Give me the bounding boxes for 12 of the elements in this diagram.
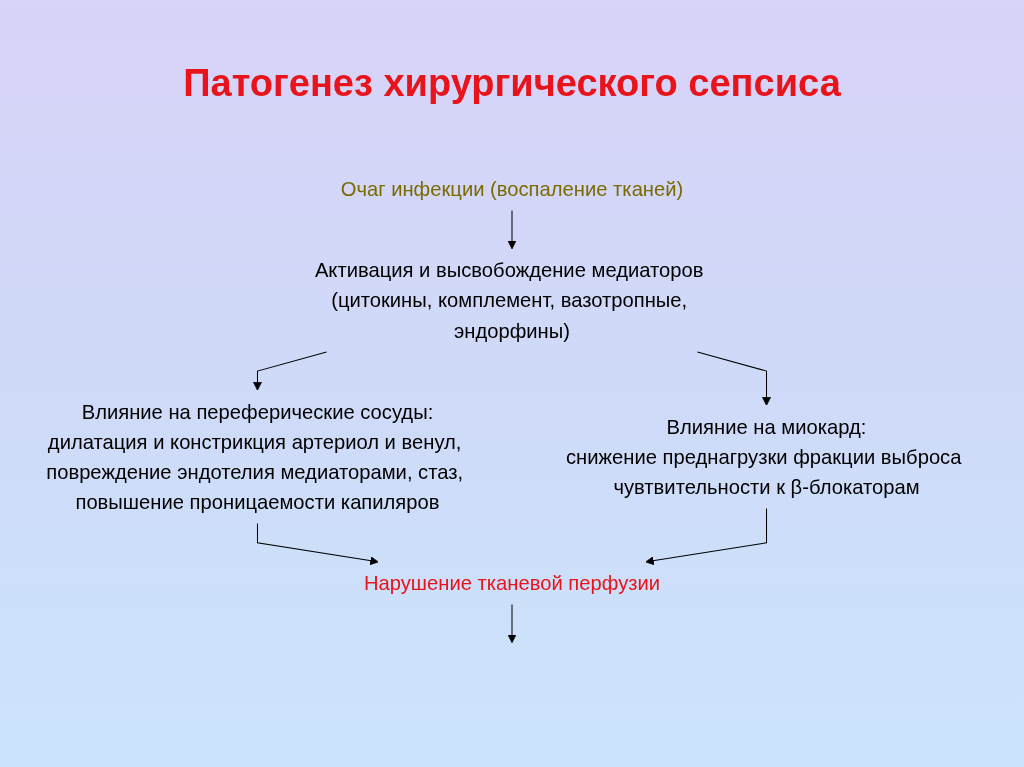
arrow xyxy=(507,210,517,250)
arrow xyxy=(645,507,768,566)
arrow xyxy=(507,603,517,644)
node-text: Очаг инфекции (воспаление тканей) xyxy=(340,178,684,201)
arrow xyxy=(253,351,328,391)
node-text: Нарушение тканевой перфузии xyxy=(363,572,661,595)
diagram-title: Патогенез хирургического сепсиса xyxy=(182,62,842,105)
node-text: Влияние на миокард: снижение преднагрузки фракции выброса чувтвительности к β-блокаторам xyxy=(565,415,962,499)
arrow xyxy=(696,351,771,406)
node-text: Активация и высвобождение медиаторов (цитокины, комплемент, вазотропные, эндорфины) xyxy=(314,258,704,342)
arrow xyxy=(256,523,379,566)
node-text: Влияние на переферические сосуды: дилатация и констрикция артериол и венул, повреждение эндотелия медиаторами, стаз, повышение проницаемости капиляров xyxy=(46,400,464,514)
